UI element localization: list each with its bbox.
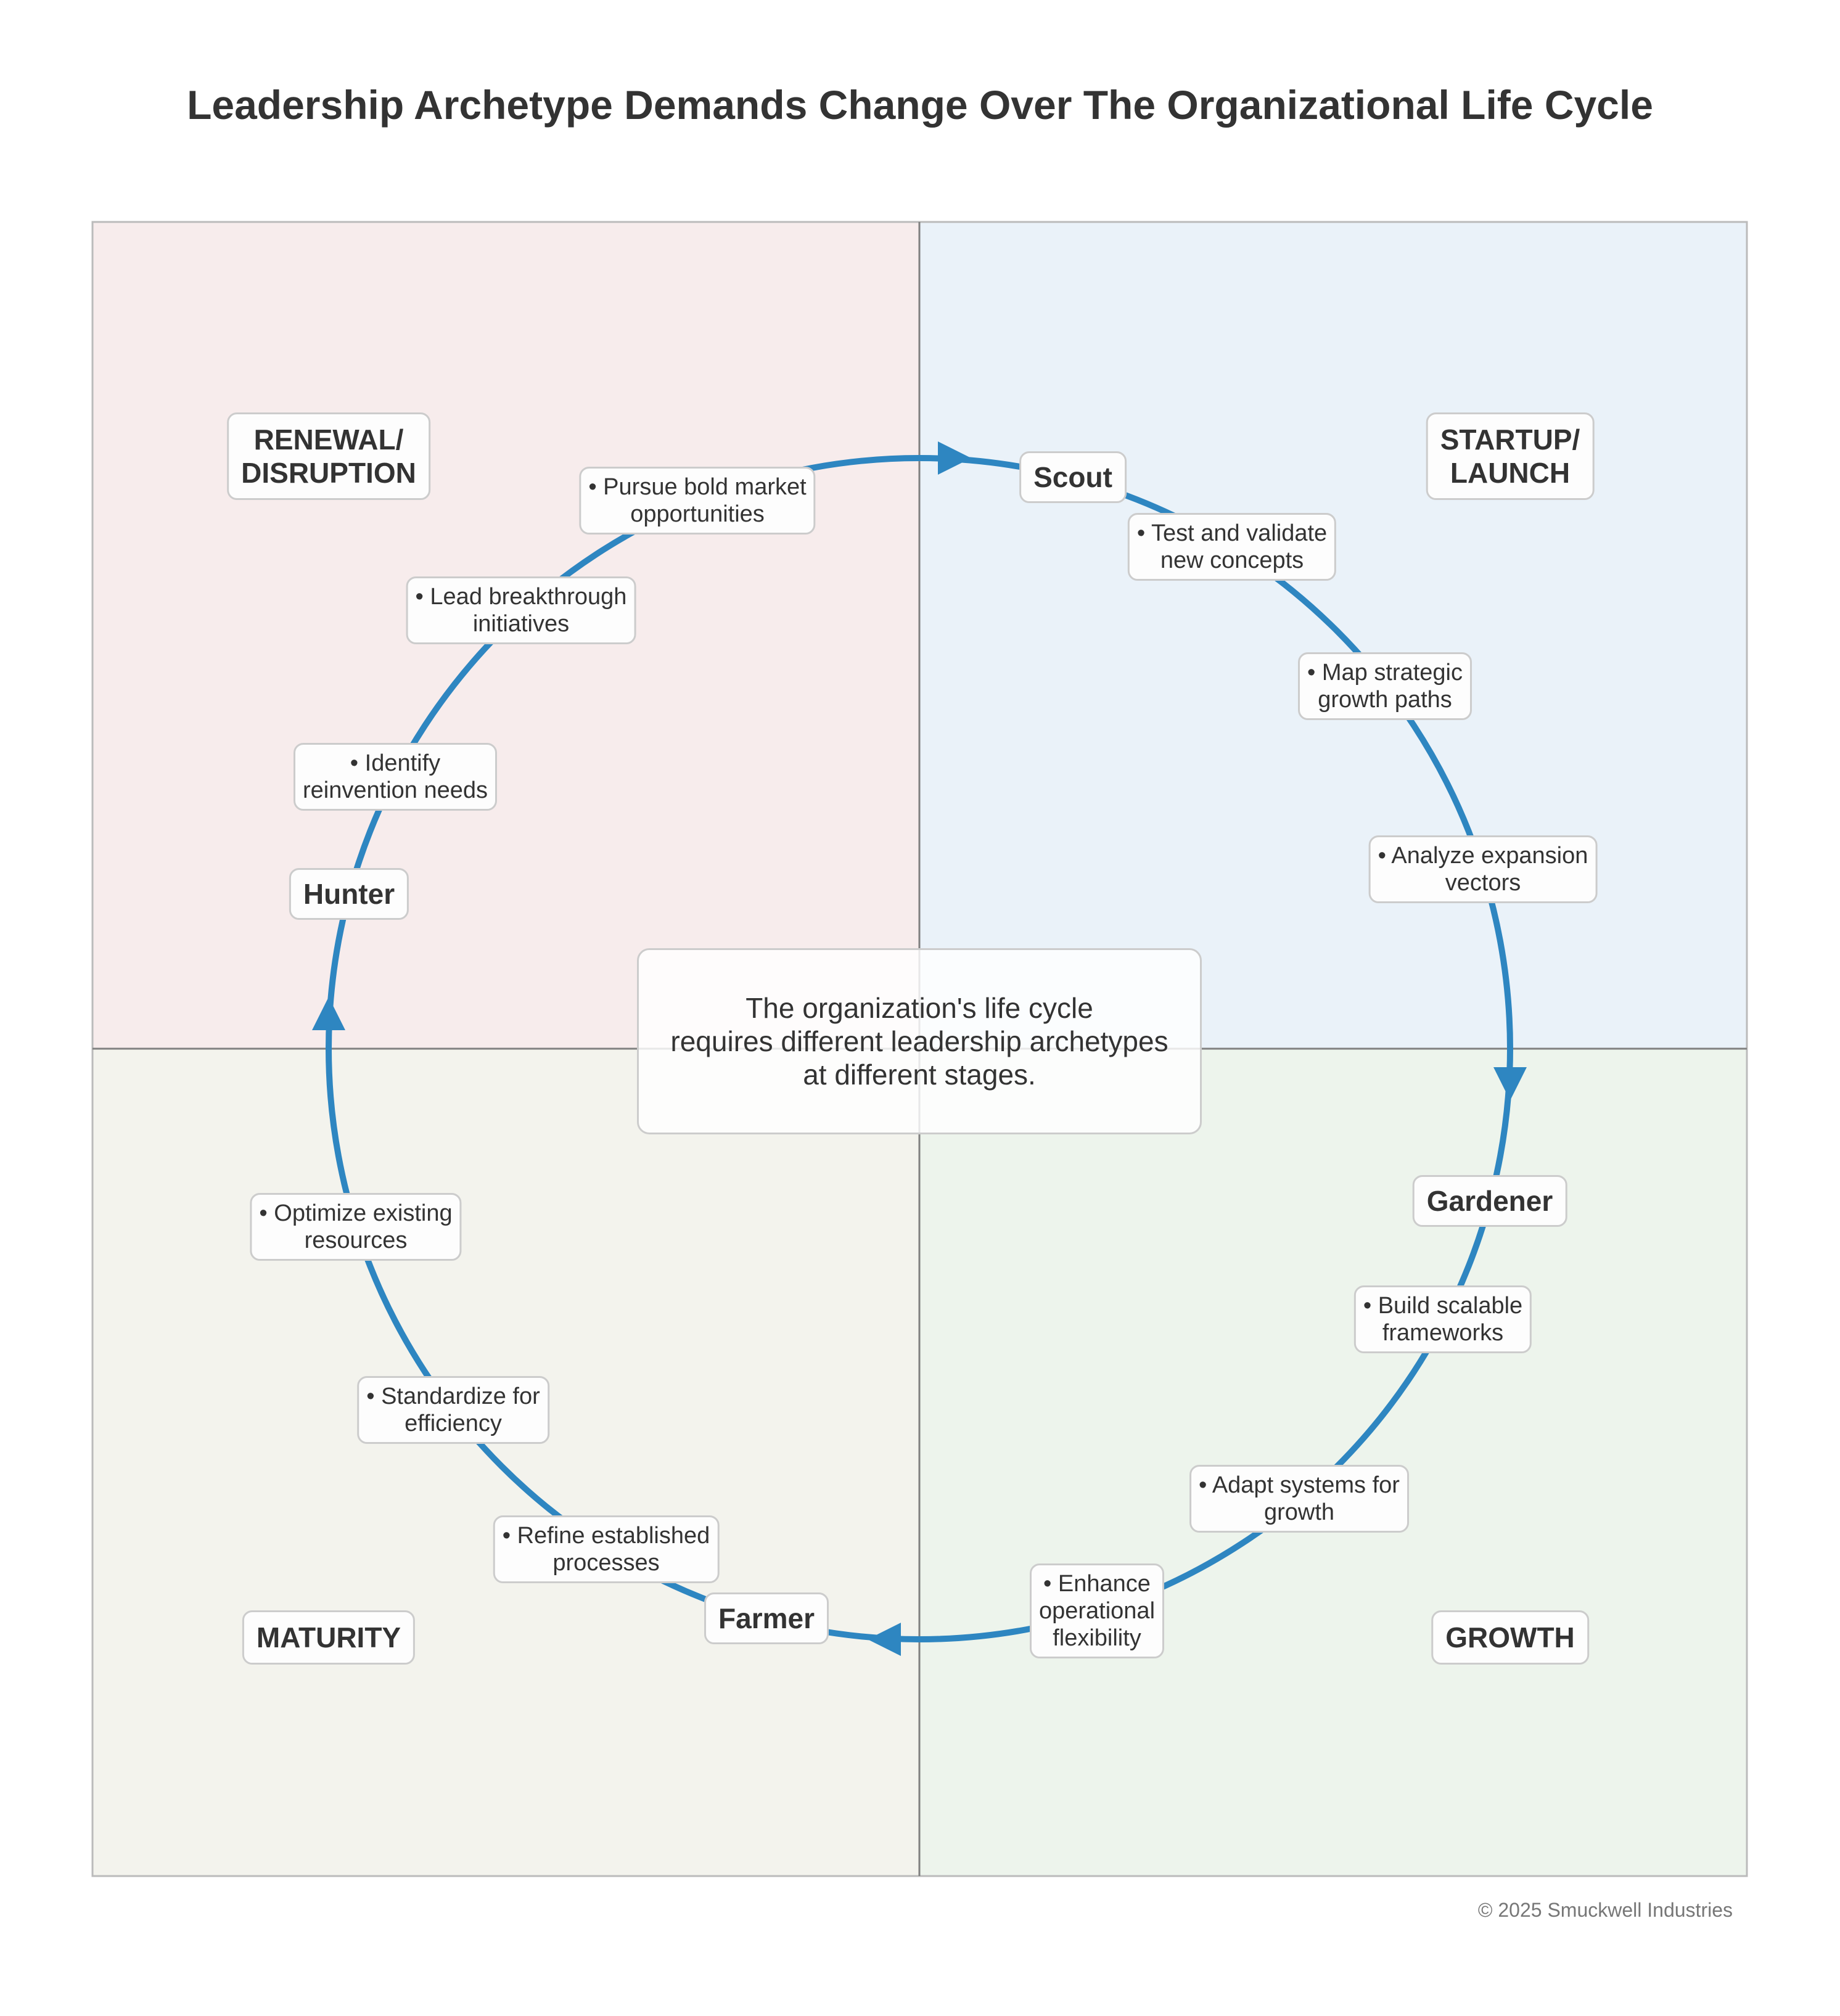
stage-label-renewal: RENEWAL/ DISRUPTION — [227, 412, 430, 500]
arrowhead-top — [938, 441, 971, 475]
role-label-scout: Scout — [1019, 451, 1127, 503]
bullet-analyze-expansion-line-2: vectors — [1445, 870, 1521, 896]
center-note-line-1: The organization's life cycle — [745, 992, 1093, 1024]
bullet-refine-processes-line-2: processes — [552, 1550, 660, 1576]
bullet-optimize-resources-line-2: resources — [304, 1227, 408, 1253]
bullet-lead-breakthrough: • Lead breakthrough initiatives — [406, 576, 636, 644]
bullet-refine-processes-line-1: • Refine established — [502, 1523, 710, 1549]
bullet-map-strategic-line-2: growth paths — [1318, 687, 1452, 713]
bullet-optimize-resources-line-1: • Optimize existing — [259, 1200, 453, 1226]
bullet-standardize-line-1: • Standardize for — [366, 1383, 540, 1409]
bullet-test-validate-line-2: new concepts — [1160, 547, 1304, 573]
arrowhead-left — [312, 997, 345, 1030]
page-title: Leadership Archetype Demands Change Over… — [187, 82, 1653, 128]
bullet-refine-processes: • Refine established processes — [493, 1515, 720, 1583]
bullet-identify-reinvention-line-1: • Identify — [350, 750, 441, 776]
bullet-test-validate-line-1: • Test and validate — [1136, 520, 1328, 546]
arrowhead-bottom — [868, 1623, 901, 1656]
stage-label-maturity-line-1: MATURITY — [256, 1621, 401, 1653]
center-note-line-2: requires different leadership archetypes — [670, 1025, 1168, 1057]
arrowhead-right — [1493, 1067, 1527, 1100]
center-note-line-3: at different stages. — [803, 1059, 1036, 1091]
bullet-map-strategic: • Map strategic growth paths — [1298, 652, 1472, 720]
bullet-adapt-systems-line-1: • Adapt systems for — [1199, 1472, 1400, 1498]
bullet-identify-reinvention: • Identify reinvention needs — [294, 743, 497, 811]
stage-label-growth-line-1: GROWTH — [1445, 1621, 1575, 1653]
role-label-scout-text: Scout — [1033, 461, 1112, 493]
quadrant-growth — [919, 1049, 1747, 1876]
bullet-adapt-systems-line-2: growth — [1263, 1499, 1335, 1525]
bullet-optimize-resources: • Optimize existing resources — [250, 1193, 462, 1261]
quadrant-maturity — [92, 1049, 919, 1876]
stage-label-startup: STARTUP/ LAUNCH — [1426, 412, 1595, 500]
bullet-enhance-operational-line-1: • Enhance — [1043, 1571, 1151, 1597]
role-label-hunter-text: Hunter — [303, 878, 395, 910]
bullet-pursue-bold-line-2: opportunities — [630, 501, 765, 527]
bullet-standardize-line-2: efficiency — [405, 1411, 502, 1436]
copyright-notice: © 2025 Smuckwell Industries — [1477, 1899, 1733, 1921]
bullet-standardize: • Standardize for efficiency — [357, 1376, 549, 1444]
bullet-build-scalable-line-1: • Build scalable — [1363, 1293, 1523, 1319]
bullet-enhance-operational-line-2: operational — [1038, 1598, 1156, 1624]
bullet-lead-breakthrough-line-1: • Lead breakthrough — [415, 584, 627, 610]
bullet-map-strategic-line-1: • Map strategic — [1307, 660, 1463, 686]
stage-label-renewal-line-1: RENEWAL/ — [253, 424, 404, 456]
bullet-test-validate: • Test and validate new concepts — [1127, 513, 1337, 581]
bullet-analyze-expansion-line-1: • Analyze expansion — [1378, 843, 1588, 869]
bullet-lead-breakthrough-line-2: initiatives — [472, 611, 570, 637]
bullet-build-scalable-line-2: frameworks — [1382, 1320, 1504, 1346]
bullet-enhance-operational: • Enhance operational flexibility — [1029, 1563, 1165, 1658]
role-label-farmer: Farmer — [704, 1592, 829, 1644]
role-label-gardener-text: Gardener — [1426, 1185, 1553, 1217]
stage-label-maturity: MATURITY — [242, 1610, 416, 1665]
role-label-hunter: Hunter — [289, 868, 409, 920]
stage-label-growth: GROWTH — [1431, 1610, 1589, 1665]
bullet-enhance-operational-line-3: flexibility — [1053, 1625, 1141, 1651]
center-note: The organization's life cycle requires d… — [637, 948, 1202, 1134]
bullet-build-scalable: • Build scalable frameworks — [1353, 1285, 1532, 1353]
bullet-pursue-bold: • Pursue bold market opportunities — [579, 467, 816, 535]
role-label-farmer-text: Farmer — [718, 1602, 815, 1634]
stage-label-startup-line-1: STARTUP/ — [1440, 424, 1580, 456]
stage-label-startup-line-2: LAUNCH — [1450, 457, 1571, 489]
bullet-adapt-systems: • Adapt systems for growth — [1189, 1465, 1409, 1533]
quadrant-startup — [919, 222, 1747, 1049]
role-label-gardener: Gardener — [1412, 1175, 1567, 1227]
bullet-analyze-expansion: • Analyze expansion vectors — [1368, 835, 1598, 903]
bullet-identify-reinvention-line-2: reinvention needs — [303, 777, 488, 803]
bullet-pursue-bold-line-1: • Pursue bold market — [588, 474, 807, 500]
stage-label-renewal-line-2: DISRUPTION — [241, 457, 416, 489]
